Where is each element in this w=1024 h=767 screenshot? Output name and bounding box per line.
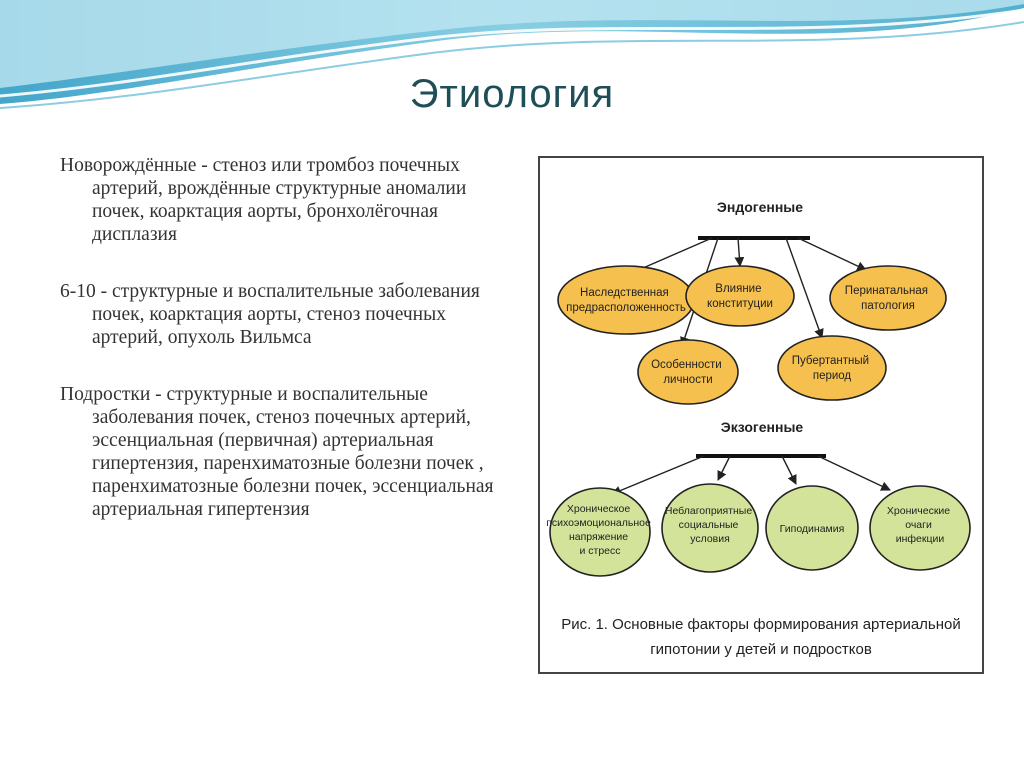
- arrow-to-stress: [611, 455, 705, 496]
- svg-text:Влияние конституции: Влияние конституции: [707, 283, 773, 310]
- factors-diagram: Эндогенные Наследственная предрасположен…: [546, 199, 971, 577]
- page-title: Этиология: [409, 72, 615, 116]
- header-wave-decoration: [0, 0, 1024, 109]
- endogenous-node-heredity: Наследственная предрасположенность: [557, 265, 695, 335]
- exogenous-node-social: Неблагоприятные социальные условия: [661, 483, 759, 573]
- endogenous-node-perinatal: Перинатальная патология: [829, 265, 947, 331]
- exogenous-node-hypodynamia: Гиподинамия: [765, 485, 859, 571]
- arrow-to-infections: [817, 455, 891, 491]
- caption-line-2: гипотонии у детей и подростков: [650, 641, 872, 658]
- arrow-to-perinatal: [797, 237, 867, 271]
- svg-text:Особенности личности: Особенности личности: [651, 359, 725, 386]
- svg-text:Хронические очаги: Хронические очаги инфекции: [887, 505, 953, 545]
- arrow-to-constitution: [734, 237, 745, 267]
- arrow-to-puberty: [785, 237, 824, 339]
- svg-text:Неблагоприятные социал: Неблагоприятные социальные условия: [665, 505, 755, 545]
- caption-line-1: Рис. 1. Основные факторы формирования ар…: [561, 616, 961, 633]
- svg-text:Хроническое психоэмоци: Хроническое психоэмоциональное напряжени…: [546, 503, 654, 557]
- endogenous-node-puberty: Пубертантный период: [777, 335, 887, 401]
- arrow-to-social: [717, 455, 731, 481]
- endogenous-label: Эндогенные: [717, 199, 803, 215]
- svg-text:Перинатальная патологи: Перинатальная патология: [845, 285, 931, 312]
- svg-text:Пубертантный период: Пубертантный период: [792, 355, 873, 382]
- svg-text:Гиподинамия: Гиподинамия: [780, 523, 845, 535]
- arrow-to-hypodynamia: [781, 455, 797, 485]
- text-column: Новорождённые - стеноз или тромбоз почеч…: [60, 154, 500, 555]
- paragraph-newborns: Новорождённые - стеноз или тромбоз почеч…: [60, 155, 467, 245]
- exogenous-node-infections: Хронические очаги инфекции: [869, 485, 971, 571]
- diagram-figure: Эндогенные Наследственная предрасположен…: [538, 156, 984, 674]
- paragraph-age-6-10: 6-10 - структурные и воспалительные забо…: [60, 281, 480, 348]
- exogenous-label: Экзогенные: [721, 419, 804, 435]
- paragraph-adolescents: Подростки - структурные и воспалительные…: [60, 384, 494, 520]
- endogenous-node-personality: Особенности личности: [637, 339, 739, 405]
- svg-text:Наследственная предрас: Наследственная предрасположенность: [566, 287, 686, 314]
- exogenous-node-stress: Хроническое психоэмоциональное напряжени…: [546, 487, 654, 577]
- figure-caption: Рис. 1. Основные факторы формирования ар…: [540, 612, 982, 662]
- endogenous-node-constitution: Влияние конституции: [685, 265, 795, 327]
